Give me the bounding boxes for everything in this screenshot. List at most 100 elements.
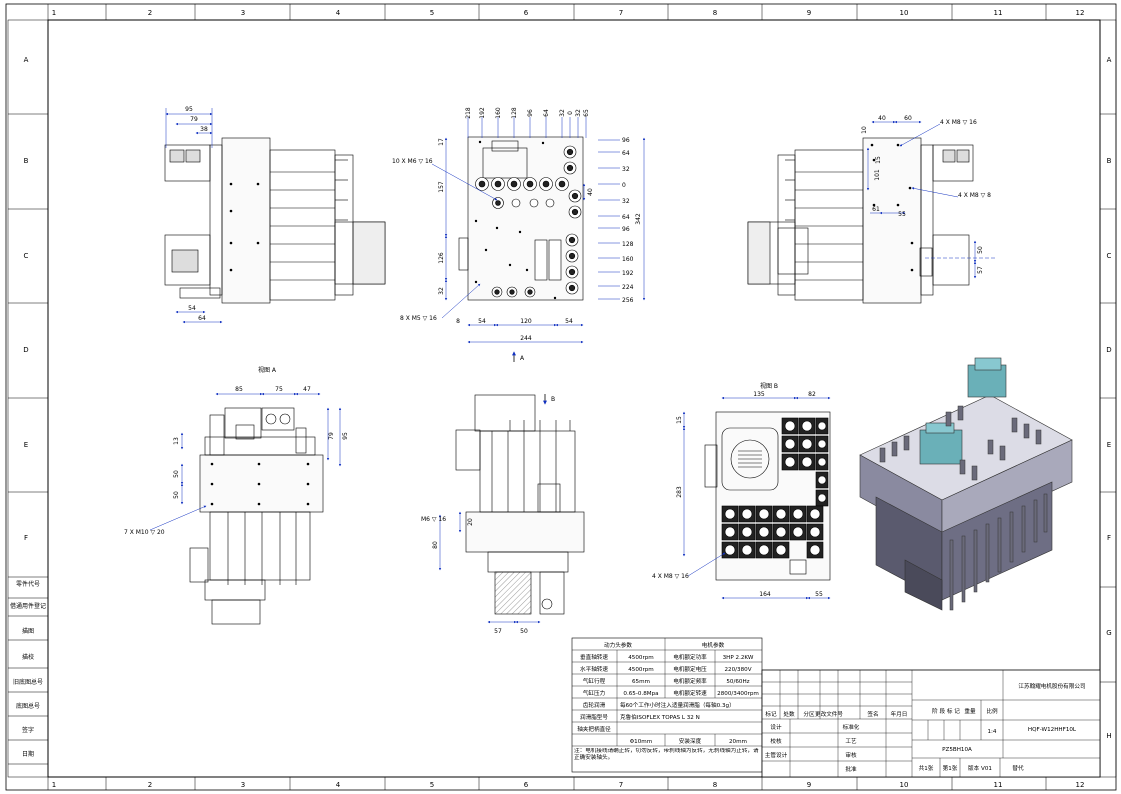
dim-front-right: 96 <box>622 137 630 144</box>
zone-col-top: 10 <box>900 9 909 17</box>
dim-front-top: 64 <box>543 109 550 117</box>
tb-scale-head: 比例 <box>986 707 998 715</box>
zone-col-bottom: 8 <box>713 781 717 789</box>
dim-57: 57 <box>494 628 502 635</box>
dim-38: 38 <box>200 126 208 133</box>
front-view-small-holes <box>474 140 557 300</box>
dim-79: 79 <box>190 116 198 123</box>
zone-col-top: 12 <box>1076 9 1085 17</box>
tb-chief-design: 主管设计 <box>765 751 788 759</box>
front-view <box>458 136 584 301</box>
param-cell: 3HP 2.2KW <box>723 655 754 661</box>
tb-review: 审核 <box>845 751 857 759</box>
side-registration-table: 零件代号 借通用件登记 描图 描校 旧底图总号 底图总号 签字 日期 <box>8 576 48 765</box>
dim-50: 50 <box>977 246 984 254</box>
front-view-dim-text-right: 96 64 32 0 32 64 96 128 160 192 224 256 <box>622 137 634 304</box>
zone-row-right: A <box>1107 56 1112 64</box>
dim-64: 64 <box>198 315 206 322</box>
zone-row-right: G <box>1106 629 1111 637</box>
front-callouts: 10 X M6 ▽ 16 8 X M5 ▽ 16 <box>392 158 498 322</box>
parameters-table: 动力头参数 电机参数 垂直轴转速 4500rpm 电机额定功率 3HP 2.2K… <box>571 637 763 773</box>
arrow-label-a: A <box>520 355 525 362</box>
dim-342: 342 <box>635 213 642 225</box>
callout-4xm8-16: 4 X M8 ▽ 16 <box>940 119 977 126</box>
param-grease-label: 润滑脂型号 <box>580 713 608 721</box>
isometric-spindles <box>879 405 1048 611</box>
param-cell: 电机额定电压 <box>673 665 707 673</box>
left-view-dim-text: 95 79 38 54 64 <box>185 106 208 322</box>
param-cell: 电机额定转速 <box>673 689 707 697</box>
view-b-title: 视图 B <box>760 382 778 390</box>
tb-replace: 替代 <box>1012 764 1024 772</box>
tb-check: 校核 <box>770 737 782 745</box>
dim-50a: 50 <box>173 470 180 478</box>
param-cell: 220/380V <box>724 667 751 673</box>
dim-front-right: 160 <box>622 256 634 263</box>
tb-process: 工艺 <box>845 738 857 745</box>
dim-50: 50 <box>520 628 528 635</box>
zone-col-bottom: 7 <box>619 781 623 789</box>
center-view-dims <box>438 511 541 624</box>
param-cell: 气缸压力 <box>583 689 606 697</box>
params-header-right: 电机参数 <box>702 641 725 649</box>
dim-54b: 54 <box>565 318 573 325</box>
param-lube-value: 每60个工作小时注入适量润滑脂（每轴0.3g） <box>620 701 735 709</box>
dim-front-right: 64 <box>622 214 630 221</box>
dim-15: 15 <box>676 416 683 424</box>
dim-47: 47 <box>303 386 311 393</box>
dim-front-top: 65 <box>583 109 590 117</box>
side-label-signature: 签字 <box>22 726 34 734</box>
tb-head-sign: 签名 <box>867 710 878 718</box>
callout-8xm5: 8 X M5 ▽ 16 <box>400 315 437 322</box>
dim-front-right: 192 <box>622 270 634 277</box>
zone-row-left: C <box>24 252 29 260</box>
param-cell: 4500rpm <box>628 667 654 673</box>
dim-front-right: 96 <box>622 226 630 233</box>
param-cell: 65mm <box>632 679 650 685</box>
dim-57: 57 <box>977 266 984 274</box>
title-block: 标记 处数 分区 更改文件号 签名 年月日 设计 校核 主管设计 标准化 工艺 … <box>761 669 1101 778</box>
tb-head-mark: 标记 <box>765 710 777 718</box>
zone-row-left: A <box>24 56 29 64</box>
dim-front-right: 32 <box>622 166 630 173</box>
view-arrow-a: A <box>512 351 525 362</box>
zone-col-bottom: 6 <box>524 781 529 789</box>
dim-20: 20 <box>467 518 474 526</box>
param-cell: 电机额定功率 <box>673 653 707 661</box>
zone-col-top: 1 <box>52 9 56 17</box>
left-view-dims <box>165 108 223 324</box>
zone-col-bottom: 9 <box>807 781 811 789</box>
zone-labels: 1 2 3 4 5 6 7 8 9 10 11 12 1 2 3 4 5 6 7… <box>23 9 1111 789</box>
dim-80: 80 <box>432 541 439 549</box>
dim-79: 79 <box>328 432 335 440</box>
left-view-holes <box>229 182 260 272</box>
param-lube-label: 齿轮润滑 <box>583 701 606 709</box>
zone-col-top: 11 <box>994 9 1003 17</box>
param-clamp-value: Φ10mm <box>630 739 652 745</box>
param-cell: 气缸行程 <box>583 677 606 685</box>
view-a <box>189 407 324 625</box>
zone-col-bottom: 11 <box>994 781 1003 789</box>
dim-126: 126 <box>438 252 445 264</box>
side-label-part-code: 零件代号 <box>16 580 40 588</box>
dim-120: 120 <box>520 318 532 325</box>
dim-283: 283 <box>676 486 683 498</box>
right-view-dim-text: 10 40 60 15 101 61 55 50 57 <box>861 115 984 274</box>
zone-col-top: 7 <box>619 9 623 17</box>
dim-front-right: 64 <box>622 150 630 157</box>
zone-row-right: H <box>1106 732 1111 740</box>
dim-54a: 54 <box>478 318 486 325</box>
dim-13: 13 <box>173 437 180 445</box>
dim-135: 135 <box>753 391 765 398</box>
tb-part-no: PZ5BH10A <box>942 747 972 753</box>
tb-head-count: 处数 <box>783 710 795 718</box>
dim-60: 60 <box>904 115 912 122</box>
dim-164: 164 <box>759 591 771 598</box>
dim-55: 55 <box>898 211 906 218</box>
dim-95: 95 <box>185 106 193 113</box>
zone-row-left: F <box>24 534 28 542</box>
dim-61: 61 <box>872 206 880 213</box>
front-view-dim-text-top: 218 192 160 128 96 64 32 0 32 65 <box>465 107 590 119</box>
zone-row-left: D <box>23 346 28 354</box>
